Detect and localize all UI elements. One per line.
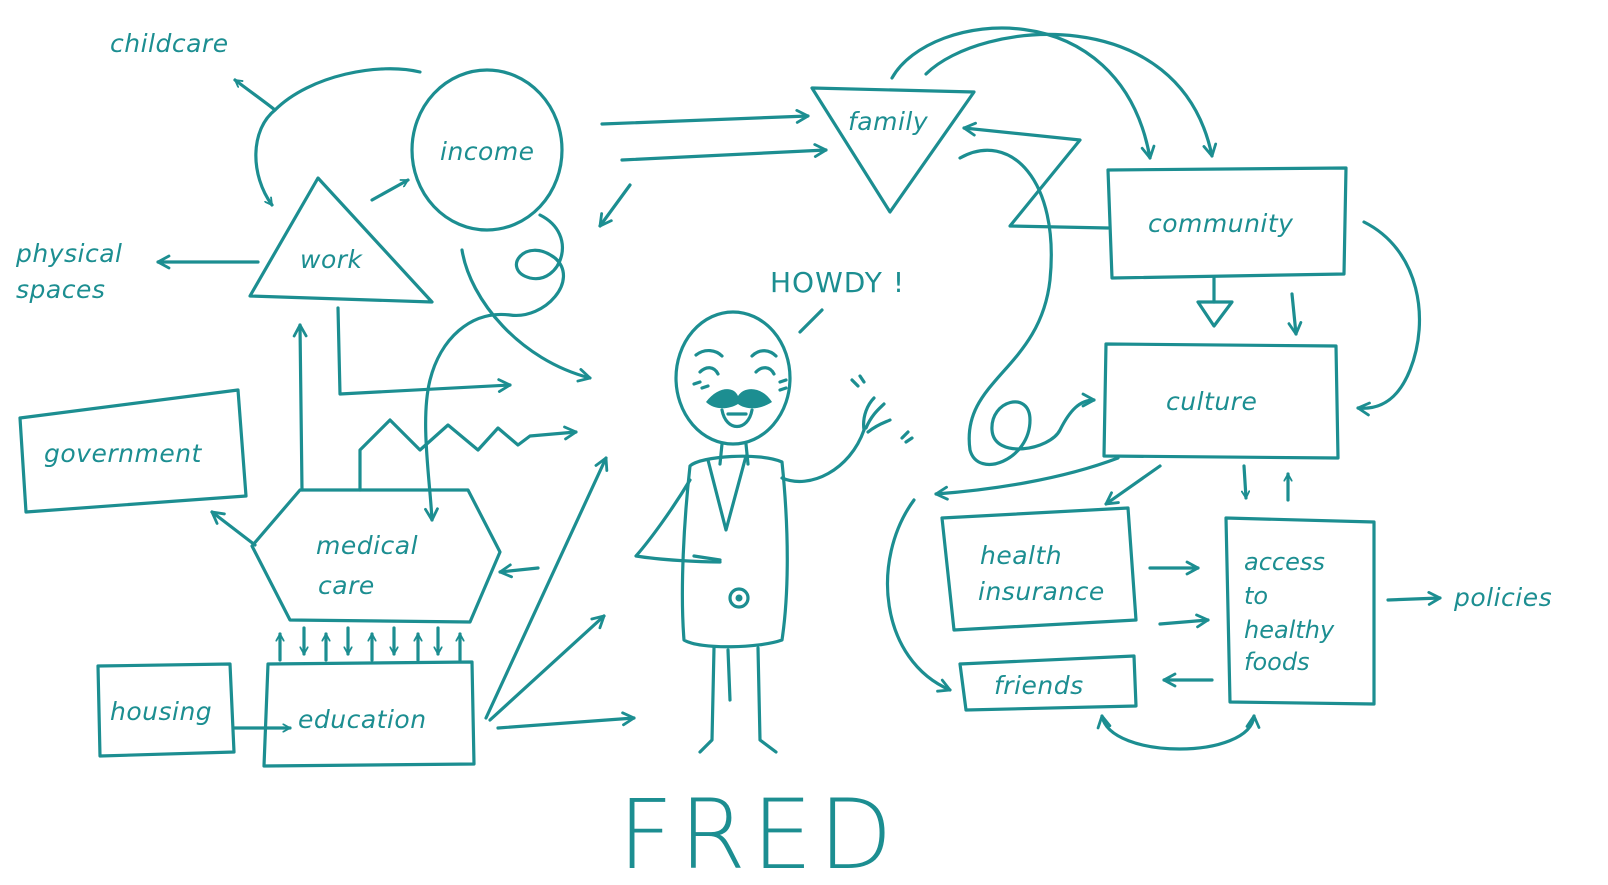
work-income-arrow [370, 178, 410, 202]
culture-node [1102, 342, 1340, 460]
physical-spaces-label-2: spaces [16, 275, 105, 304]
family-community-arc-1 [890, 26, 1156, 160]
housing-node [96, 662, 236, 758]
education-fred-arrow-2 [488, 614, 606, 722]
policies-label: policies [1453, 583, 1552, 612]
fred-name: FRED [618, 779, 899, 885]
education-node [262, 660, 476, 768]
community-culture-arc [1356, 220, 1422, 417]
income-family-arrow-1 [600, 109, 810, 126]
income-fred-arrow [460, 248, 592, 383]
community-node [1106, 166, 1348, 280]
medical-care-node [250, 488, 502, 624]
health-insurance-label-1: health [980, 541, 1062, 570]
medical-work-arrow [292, 323, 308, 492]
health-insurance-label-2: insurance [978, 577, 1105, 606]
work-label: work [300, 245, 364, 274]
medical-care-label-2: care [318, 571, 375, 600]
income-medical-loop [424, 213, 566, 522]
access-label-2: to [1244, 582, 1268, 610]
insurance-access-arrow-2 [1158, 613, 1210, 629]
childcare-income-arc [273, 67, 422, 112]
government-label: government [44, 439, 203, 468]
work-node [248, 176, 434, 304]
access-label-3: healthy [1244, 616, 1335, 644]
culture-insurance-arrow [1104, 464, 1162, 506]
friends-access-arc [1096, 714, 1261, 751]
physical-spaces-label-1: physical [15, 239, 123, 268]
friends-label: friends [994, 671, 1084, 700]
community-label: community [1148, 209, 1294, 238]
culture-fred-arrow [934, 456, 1120, 501]
access-healthy-foods-node [1224, 516, 1376, 706]
access-policies-arrow [1386, 591, 1442, 606]
access-label-1: access [1244, 548, 1325, 576]
family-income-arrow [598, 183, 632, 228]
medical-care-label-1: medical [316, 531, 418, 560]
education-fred-arrow-3 [496, 711, 636, 730]
culture-label: culture [1166, 387, 1257, 416]
education-label: education [298, 705, 427, 734]
medical-education-arrows [280, 626, 460, 662]
family-label: family [848, 107, 929, 136]
community-culture-triangle [1196, 300, 1234, 328]
fred-friends-arc [885, 498, 952, 693]
family-culture-curl [958, 148, 1096, 467]
health-insurance-node [940, 506, 1138, 632]
childcare-label: childcare [110, 29, 229, 58]
medical-government-arrow [210, 510, 257, 547]
fred-medical-arrow [498, 563, 540, 579]
fred-speech: HOWDY ! [770, 266, 905, 299]
fred-character [634, 308, 914, 754]
culture-access-arrow [1244, 464, 1246, 500]
friends-node [958, 654, 1138, 712]
community-family-zigzag [962, 121, 1110, 230]
childcare-work-arrow [233, 78, 277, 207]
community-culture-arrow [1287, 292, 1303, 336]
government-node [18, 388, 248, 514]
access-label-4: foods [1244, 648, 1310, 676]
education-fred-arrow-1 [484, 456, 609, 720]
income-family-arrow-2 [620, 143, 828, 162]
income-label: income [440, 137, 535, 166]
housing-label: housing [110, 697, 212, 726]
medical-fred-zigzag [358, 418, 578, 492]
family-community-arc-2 [924, 32, 1218, 158]
family-node [810, 86, 976, 214]
work-fred-arrow [336, 306, 512, 396]
income-node [410, 68, 564, 232]
